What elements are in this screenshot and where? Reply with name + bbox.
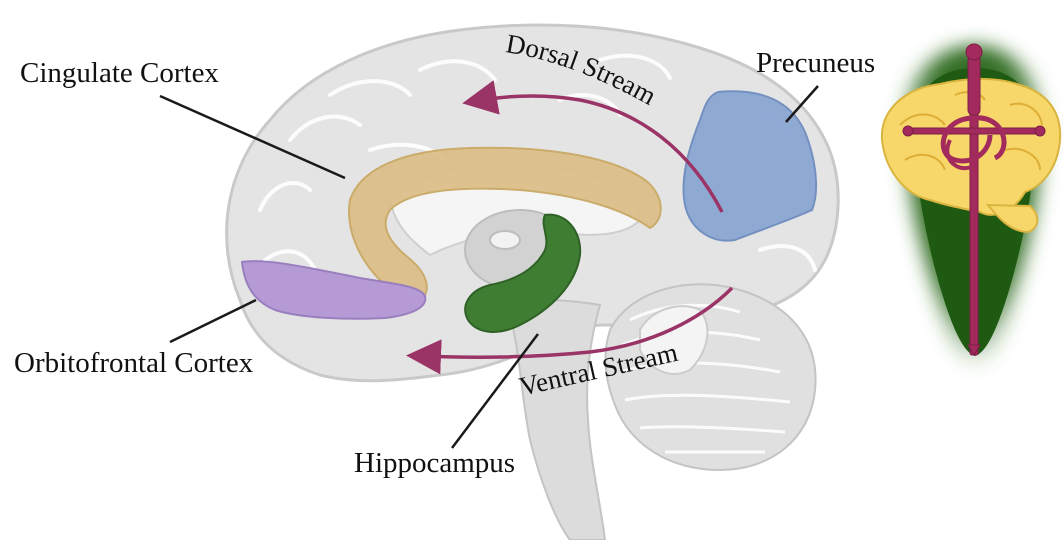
- cingulate-cortex-label: Cingulate Cortex: [20, 57, 219, 89]
- brain-illustration: [227, 25, 839, 540]
- brainstem: [505, 299, 605, 540]
- hippocampus-label: Hippocampus: [354, 447, 515, 479]
- orbitofrontal-leader-line: [170, 300, 256, 342]
- precuneus-label: Precuneus: [756, 47, 875, 79]
- cerebellum: [605, 284, 815, 470]
- brain-with-rapier-icon: [882, 44, 1060, 375]
- orbitofrontal-cortex-label: Orbitofrontal Cortex: [14, 347, 254, 379]
